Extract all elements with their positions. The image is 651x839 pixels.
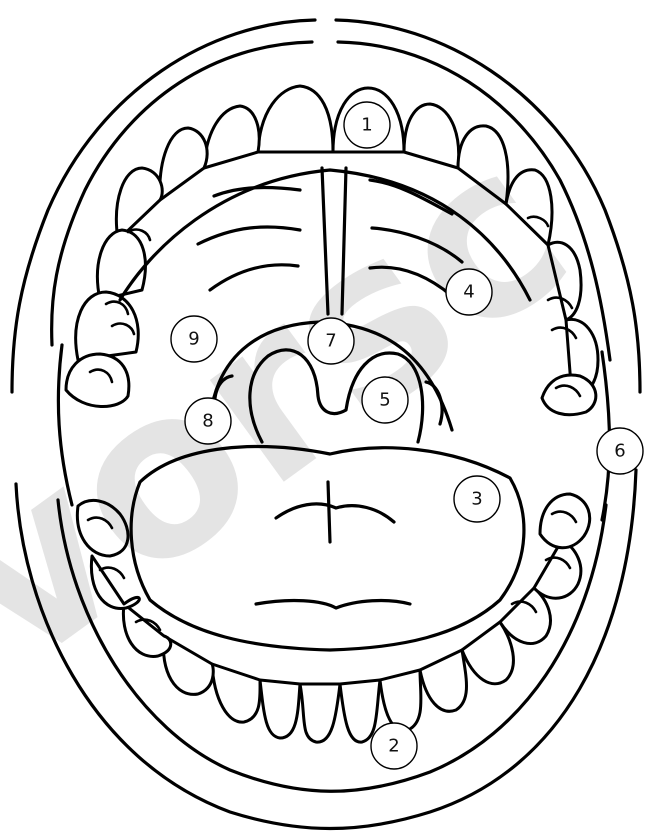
label-2-text: 2	[388, 736, 399, 757]
label-3: 3	[454, 476, 500, 522]
label-7: 7	[308, 318, 354, 364]
label-3-text: 3	[471, 489, 482, 510]
label-5: 5	[362, 377, 408, 423]
label-6: 6	[597, 428, 643, 474]
label-9-text: 9	[188, 329, 199, 350]
label-6-text: 6	[614, 441, 625, 462]
label-1-text: 1	[361, 115, 372, 136]
label-7-text: 7	[325, 331, 336, 352]
label-4: 4	[446, 269, 492, 315]
label-2: 2	[371, 723, 417, 769]
label-5-text: 5	[379, 390, 390, 411]
label-9: 9	[171, 316, 217, 362]
label-8-text: 8	[202, 411, 213, 432]
label-4-text: 4	[463, 282, 474, 303]
label-8: 8	[185, 398, 231, 444]
label-1: 1	[344, 102, 390, 148]
